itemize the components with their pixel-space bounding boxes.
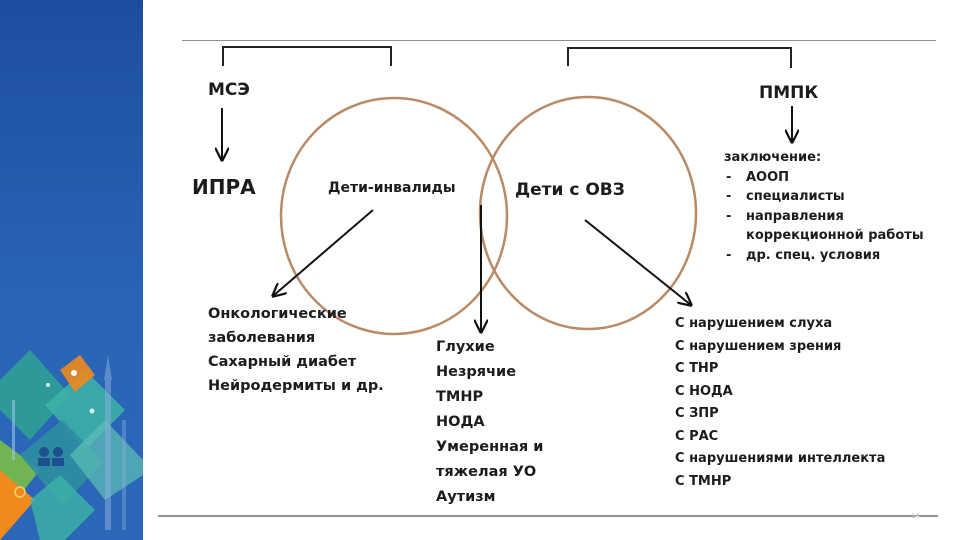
arrow-disabled-list: [273, 209, 374, 296]
right-circle-label: Дети с ОВЗ: [515, 180, 625, 200]
left-circle-label: Дети-инвалиды: [328, 180, 456, 196]
list-item: Онкологические: [208, 306, 347, 322]
list-item: С ТМНР: [675, 473, 732, 489]
list-item: С нарушением зрения: [675, 338, 842, 354]
list-item: заболевания: [208, 330, 316, 346]
conclusion-title: заключение:: [724, 150, 822, 165]
list-item: Нейродермиты и др.: [208, 378, 384, 394]
list-item: специалисты: [724, 187, 924, 207]
pmpk-bracket: [567, 47, 792, 68]
list-item: С ТНР: [675, 361, 719, 376]
arrow-ovz-list: [584, 219, 691, 305]
right-circle: [478, 95, 698, 331]
list-item: Глухие: [436, 339, 495, 355]
conclusion-block: заключение: АООП специалисты направления…: [724, 148, 924, 265]
venn-diagram: [158, 40, 938, 517]
list-item: НОДА: [436, 414, 485, 430]
list-item: С РАС: [675, 428, 719, 444]
page-number: 14: [911, 512, 920, 520]
disabled-only-list: Онкологические заболевания Сахарный диаб…: [208, 302, 384, 398]
slide-content: МСЭ ИПРА ПМПК Дети-инвалиды Дети с ОВЗ з…: [158, 40, 938, 517]
list-item: Аутизм: [436, 489, 496, 505]
list-item: Незрячие: [436, 364, 517, 380]
list-item: С ЗПР: [675, 406, 719, 421]
city-pattern-illustration: [0, 350, 143, 540]
ovz-list: С нарушением слуха С нарушением зрения С…: [675, 313, 885, 493]
list-item: коррекционной работы: [746, 228, 924, 243]
list-item: С НОДА: [675, 383, 733, 399]
list-item: Сахарный диабет: [208, 354, 357, 370]
list-item: ТМНР: [436, 389, 484, 405]
list-item: тяжелая УО: [436, 464, 537, 480]
pmpk-label: ПМПК: [759, 83, 819, 103]
ipra-label: ИПРА: [192, 175, 256, 199]
list-item: С нарушением слуха: [675, 316, 833, 331]
list-item: др. спец. условия: [724, 246, 924, 266]
list-item: АООП: [724, 168, 924, 188]
intersection-list: Глухие Незрячие ТМНР НОДА Умеренная и тя…: [436, 335, 543, 510]
conclusion-list: АООП специалисты направления коррекционн…: [724, 168, 924, 266]
decorative-sidebar: [0, 0, 143, 540]
mse-label: МСЭ: [208, 80, 250, 100]
list-item: Умеренная и: [436, 439, 544, 455]
mse-bracket: [222, 46, 392, 66]
list-item: направления: [724, 207, 924, 227]
left-circle: [279, 96, 509, 336]
list-item: С нарушениями интеллекта: [675, 451, 886, 466]
